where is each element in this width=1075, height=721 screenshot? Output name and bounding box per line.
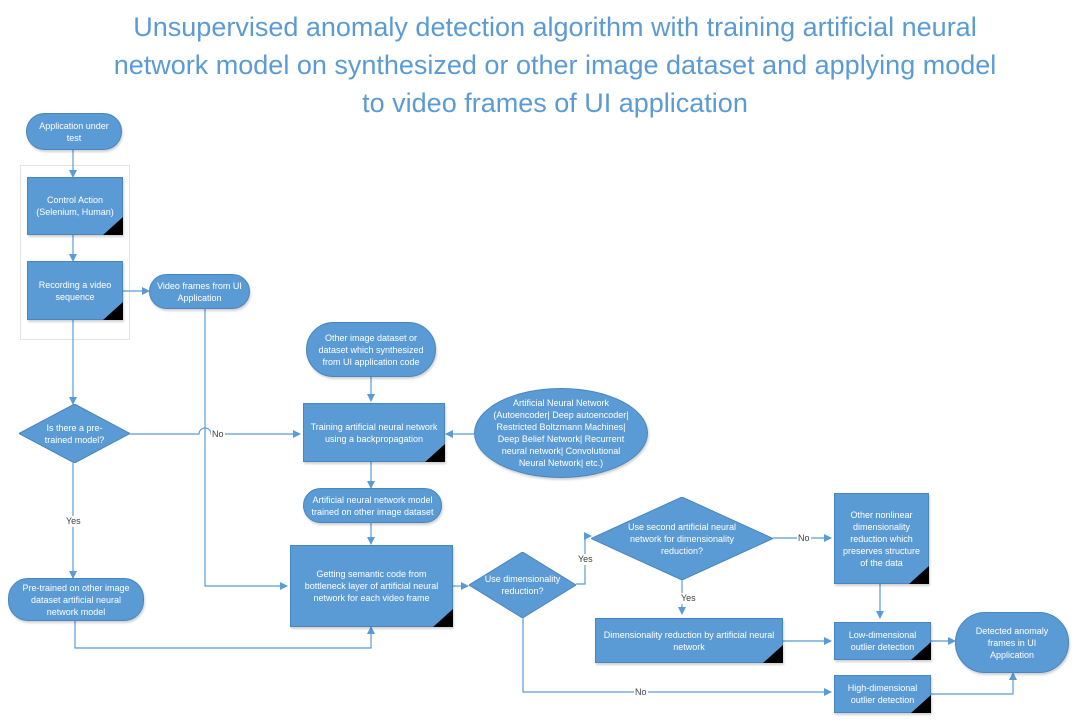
edge-label-yes-second: Yes [680,593,697,604]
document-corner-icon [425,444,445,462]
title-line-1: Unsupervised anomaly detection algorithm… [133,12,977,42]
node-other-dataset: Other image dataset or dataset which syn… [306,322,436,377]
capture-group-frame [20,165,130,340]
document-corner-icon [909,566,929,584]
node-application-under-test: Application under test [26,113,122,150]
decision-use-dim-reduction: Use dimensionality reduction? [469,552,576,618]
node-video-frames: Video frames from UI Application [149,274,250,309]
decision-pretrained-model: Is there a pre-trained model? [19,404,130,463]
document-corner-icon [433,609,453,627]
node-low-dim-outlier: Low-dimensional outlier detection [834,622,931,660]
edge-label-no-second: No [797,533,811,544]
node-high-dim-outlier: High-dimensional outlier detection [834,675,931,713]
edge-pretrained-to-semantic [74,621,375,649]
node-ann-types: Artificial Neural Network (Autoencoder| … [474,388,648,478]
node-dimred-ann: Dimensionality reduction by artificial n… [595,618,783,663]
node-training-ann: Training artificial neural network using… [303,403,445,462]
title-line-3: to video frames of UI application [362,88,748,118]
node-control-action: Control Action (Selenium, Human) [27,177,123,235]
node-recording-video: Recording a video sequence [27,261,123,320]
node-pretrained-model: Pre-trained on other image dataset artif… [8,578,144,621]
edge-frames-to-semantic [204,309,288,590]
node-ann-trained: Artificial neural network model trained … [303,488,442,523]
edge-label-yes-pretrained: Yes [65,516,82,527]
node-other-nonlinear: Other nonlinear dimensionality reduction… [834,493,929,584]
node-detected-anomaly: Detected anomaly frames in UI Applicatio… [955,612,1069,673]
edge-label-no-pretrained: No [211,429,225,440]
title-line-2: network model on synthesized or other im… [113,50,997,80]
decision-use-second-ann: Use second artificial neural network for… [591,497,773,580]
edge-highdim-to-detected [931,672,1017,695]
document-corner-icon [103,302,123,320]
edge-label-yes-dim: Yes [577,554,594,565]
edge-dimq-no-to-highdim [522,618,832,696]
diagram-title: Unsupervised anomaly detection algorithm… [40,8,1070,122]
node-semantic-code: Getting semantic code from bottleneck la… [290,545,453,627]
document-corner-icon [103,217,123,235]
edge-label-no-dim: No [634,687,648,698]
